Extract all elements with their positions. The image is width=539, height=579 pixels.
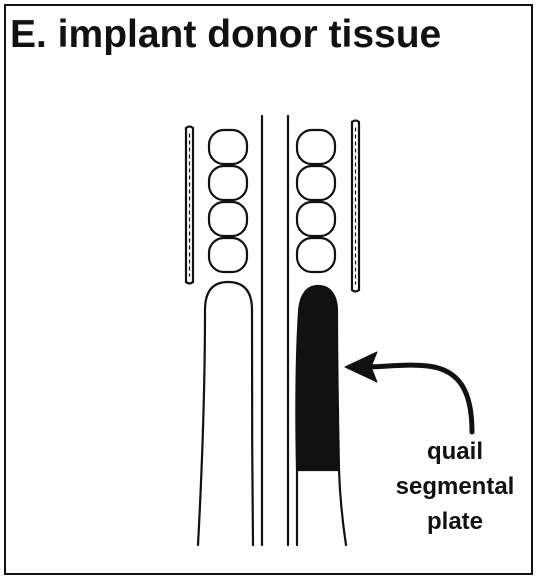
left-segmental-plate	[198, 282, 253, 545]
annotation-arrow	[345, 352, 472, 432]
somite	[209, 130, 247, 164]
right-segmental-plate-outline	[297, 470, 346, 545]
left-side	[186, 116, 262, 545]
left-ectoderm-strip	[186, 127, 193, 284]
annotation-label-line1: quail	[380, 437, 530, 467]
annotation-label-line3: plate	[380, 507, 530, 537]
right-somites	[297, 130, 335, 272]
right-side	[288, 116, 359, 545]
somite	[297, 238, 335, 272]
right-ectoderm-strip	[352, 121, 359, 292]
somite	[297, 130, 335, 164]
somite	[297, 202, 335, 236]
left-somites	[209, 130, 247, 272]
somite	[209, 238, 247, 272]
somite	[297, 166, 335, 200]
annotation-label-line2: segmental	[380, 472, 530, 502]
quail-segmental-plate-implant	[296, 286, 339, 470]
somite	[209, 202, 247, 236]
somite	[209, 166, 247, 200]
